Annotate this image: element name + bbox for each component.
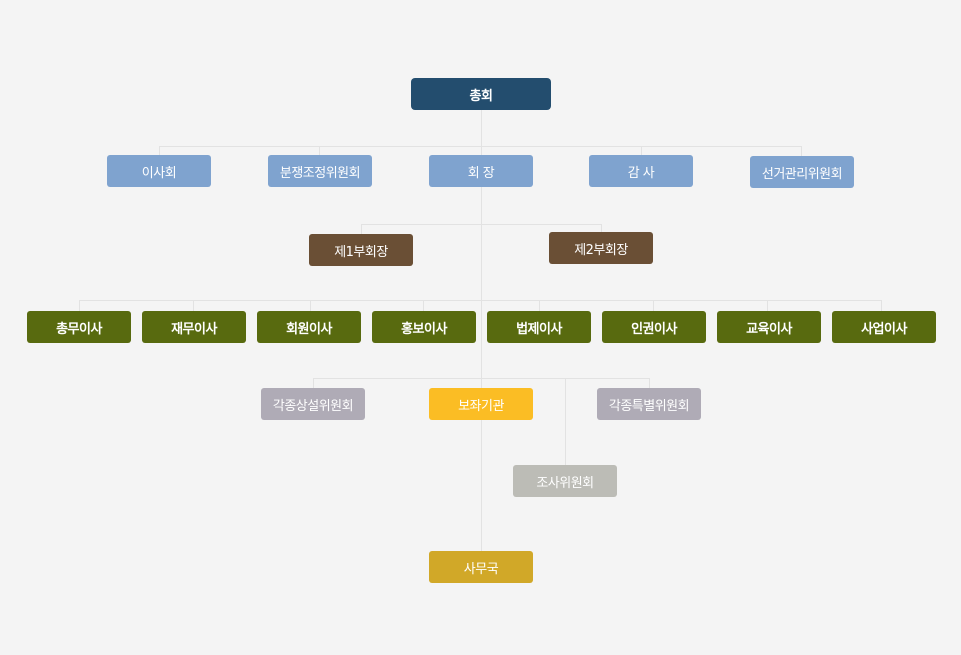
- assembly-box[interactable]: 총회: [411, 78, 551, 110]
- director-box[interactable]: 인권이사: [602, 311, 706, 343]
- director-box[interactable]: 교육이사: [717, 311, 821, 343]
- standing-committees-box[interactable]: 각종상설위원회: [261, 388, 365, 420]
- president-box[interactable]: 회 장: [429, 155, 533, 187]
- investigation-committee-box[interactable]: 조사위원회: [513, 465, 617, 497]
- auditor-box[interactable]: 감 사: [589, 155, 693, 187]
- vice-president-2-box[interactable]: 제2부회장: [549, 232, 653, 264]
- director-box[interactable]: 총무이사: [27, 311, 131, 343]
- dispute-committee-box[interactable]: 분쟁조정위원회: [268, 155, 372, 187]
- election-committee-box[interactable]: 선거관리위원회: [750, 156, 854, 188]
- board-box[interactable]: 이사회: [107, 155, 211, 187]
- director-box[interactable]: 홍보이사: [372, 311, 476, 343]
- assistant-office-box[interactable]: 보좌기관: [429, 388, 533, 420]
- secretariat-box[interactable]: 사무국: [429, 551, 533, 583]
- special-committees-box[interactable]: 각종특별위원회: [597, 388, 701, 420]
- vice-president-1-box[interactable]: 제1부회장: [309, 234, 413, 266]
- director-box[interactable]: 재무이사: [142, 311, 246, 343]
- director-box[interactable]: 법제이사: [487, 311, 591, 343]
- director-box[interactable]: 사업이사: [832, 311, 936, 343]
- director-box[interactable]: 회원이사: [257, 311, 361, 343]
